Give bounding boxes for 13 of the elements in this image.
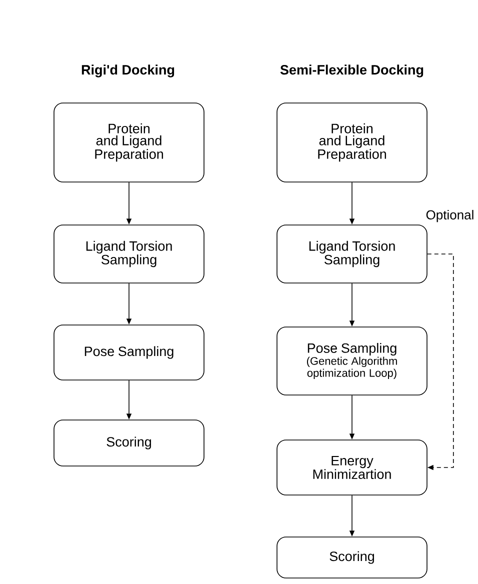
process-box: Protein and Ligand Preparation [276,102,428,182]
process-box: Scoring [54,420,204,466]
column-heading: Rigi'd Docking [82,64,174,78]
process-box: Energy Minimizartion [276,440,428,496]
column-heading: Semi-Flexible Docking [280,64,424,78]
process-box: Scoring [276,536,428,578]
process-box: Pose Sampling [54,324,204,380]
arrow [427,254,454,470]
process-box: Pose Sampling (Genetic Algorithm optimization Loop) [276,326,428,396]
process-box: Ligand Torsion Sampling [276,224,428,284]
process-box: Protein and Ligand Preparation [54,102,204,182]
edge-label: Optional [426,210,474,222]
process-box: Ligand Torsion Sampling [54,224,204,284]
